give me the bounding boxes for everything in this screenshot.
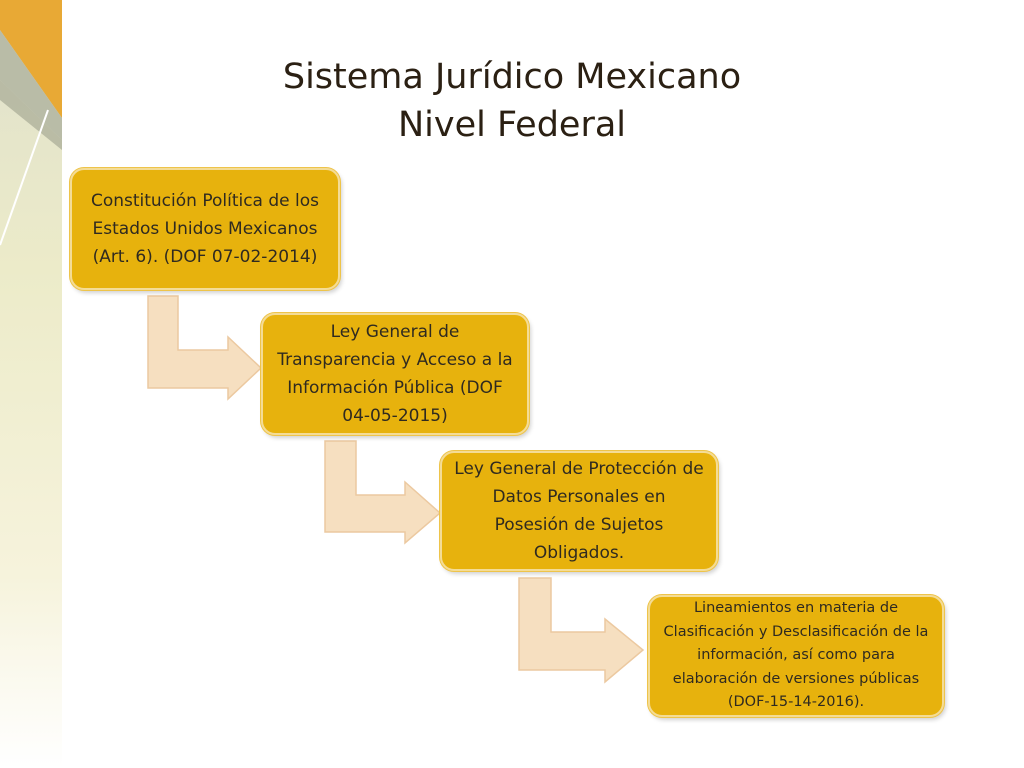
step-text: Constitución Política de los Estados Uni…: [90, 191, 320, 267]
step-box-ley-transparencia: Ley General de Transparencia y Acceso a …: [261, 313, 529, 435]
slide-title: Sistema Jurídico Mexicano: [282, 57, 742, 97]
step-text: Ley General de Transparencia y Acceso a …: [277, 322, 513, 426]
white-diagonal-line: [0, 109, 49, 246]
down-right-arrow-2: [324, 440, 442, 545]
dark-corner-shape: [0, 80, 62, 150]
step-box-constitucion: Constitución Política de los Estados Uni…: [70, 168, 340, 290]
slide-subtitle: Nivel Federal: [397, 105, 627, 145]
gold-corner-shape: [0, 0, 62, 118]
down-right-arrow-1: [147, 295, 263, 401]
step-box-lineamientos: Lineamientos en materia de Clasificación…: [648, 595, 944, 717]
down-right-arrow-3: [518, 577, 645, 684]
step-text: Ley General de Protección de Datos Perso…: [454, 459, 704, 563]
decorative-side-band: [0, 0, 62, 768]
step-text: Lineamientos en materia de Clasificación…: [663, 600, 929, 711]
step-box-ley-datos-personales: Ley General de Protección de Datos Perso…: [440, 451, 718, 571]
